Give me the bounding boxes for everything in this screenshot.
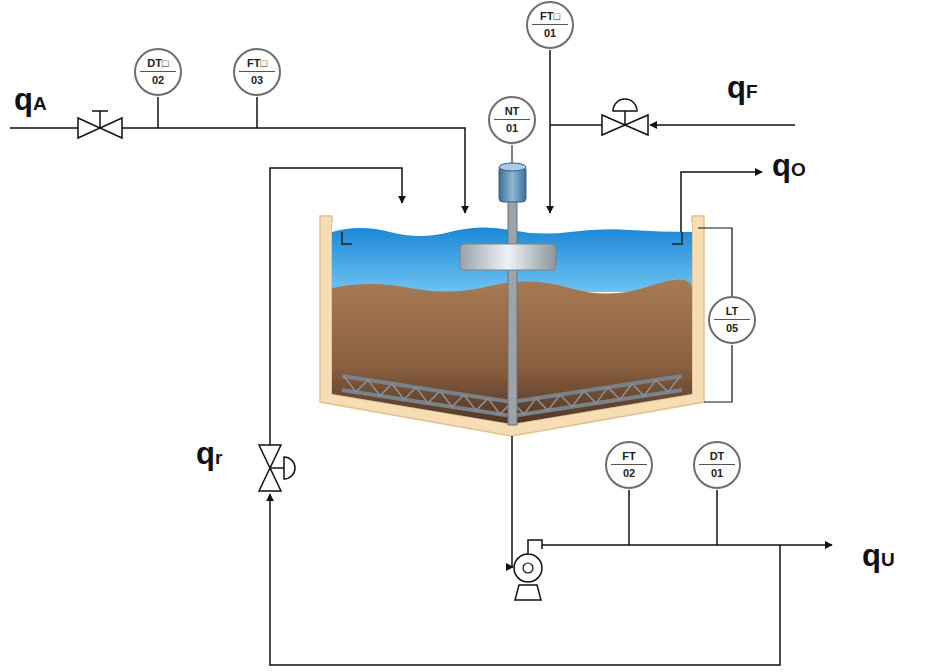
instrument-tag: DT□ [140,57,176,72]
instrument-stem [157,97,159,128]
stream-label: qr [196,438,222,469]
instrument-bubble: FT□01 [526,1,574,49]
instrument-number: 01 [506,120,518,135]
instrument-stem [511,145,513,163]
drive-shaft [508,200,517,425]
valve-stem [270,467,284,469]
instrument-tag: DT [699,450,735,465]
pipe-feed-in [549,50,551,213]
stream-label: qO [772,150,806,181]
instrument-bubble: FT02 [605,441,653,489]
valve-handle [92,111,108,128]
pipe-qu [542,544,832,546]
instrument-bubble: DT01 [693,441,741,489]
instrument-number: 01 [711,465,723,480]
instrument-bubble: NT01 [488,96,536,144]
stream-label: qF [727,72,758,103]
valve-stem [624,111,626,125]
weir [672,232,682,244]
pump-casing [514,554,542,582]
valve-actuator [613,99,637,111]
motor-top [499,163,526,171]
instrument-bubble: FT□03 [233,48,281,96]
valve-actuator [284,457,295,479]
pump-discharge [528,540,542,554]
instrument-number: 02 [623,465,635,480]
pipe-qo [681,172,762,232]
instrument-stem [628,490,630,545]
pump-inlet-arrow [506,566,513,568]
instrument-tag: FT□ [239,57,275,72]
pipe-qa [10,128,465,213]
instrument-tag: FT [611,450,647,465]
stream-label: qA [14,84,47,115]
instrument-tag: FT□ [532,10,568,25]
instrument-stem [716,490,718,545]
pipe-qf [550,124,602,126]
instrument-number: 05 [726,320,738,335]
pipe-qr [270,494,780,665]
pipe-qr-return [270,168,402,445]
instrument-number: 02 [152,72,164,87]
instrument-bubble: DT□02 [134,48,182,96]
feed-well [460,244,556,270]
pump-impeller [523,563,533,573]
instrument-bubble: LT05 [708,296,756,344]
instrument-tag: NT [494,105,530,120]
pipe-underflow [511,436,513,567]
stream-label: qU [862,540,895,571]
instrument-stem [256,97,258,128]
weir [342,232,352,244]
instrument-tag: LT [714,305,750,320]
instrument-number: 03 [251,72,263,87]
pipe-qf [650,124,795,126]
pump-base [515,585,541,600]
instrument-number: 01 [544,25,556,40]
